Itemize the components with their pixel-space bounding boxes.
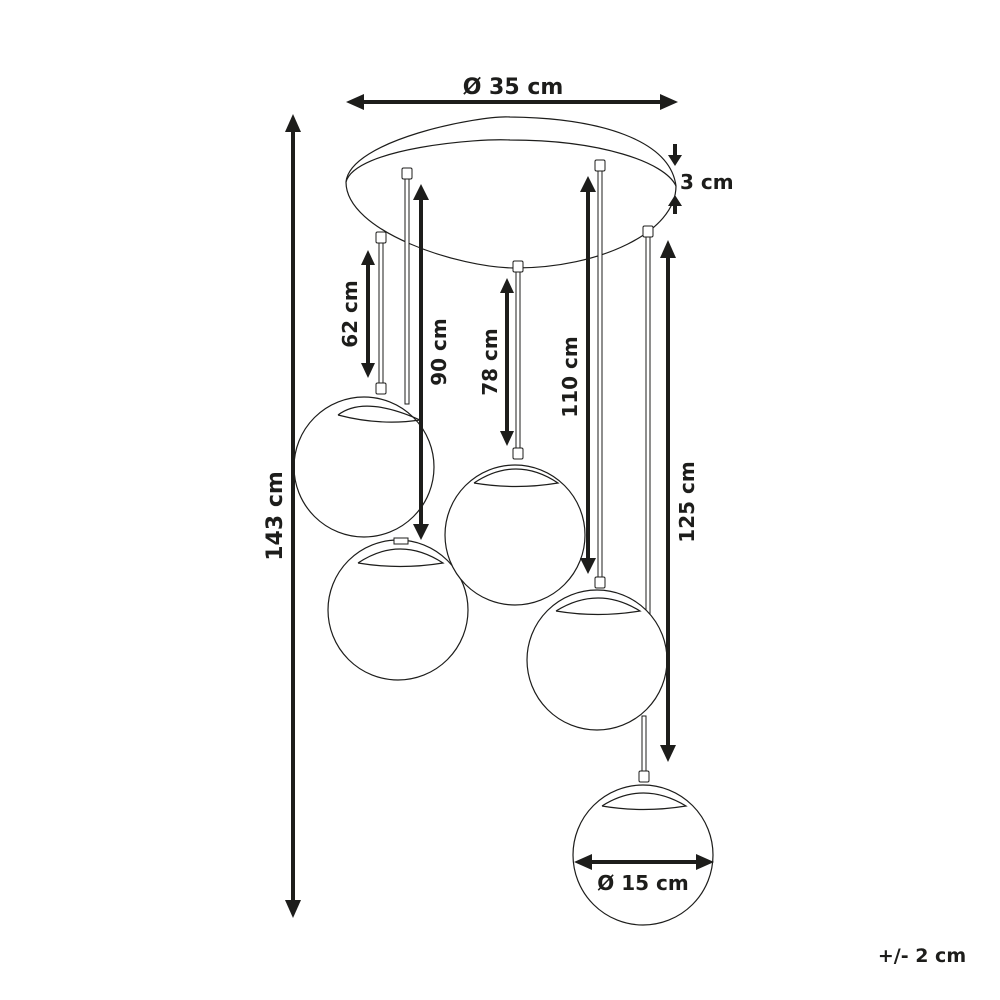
- dimension-lines: [285, 94, 714, 918]
- globe-diameter-label: Ø 15 cm: [597, 871, 688, 895]
- overall-height-label: 143 cm: [263, 471, 288, 561]
- globes: [293, 396, 714, 926]
- pendant-cables: [375, 159, 654, 783]
- cable-78-label: 78 cm: [478, 328, 502, 396]
- cable-90-label: 90 cm: [427, 318, 451, 386]
- cable-62-label: 62 cm: [338, 280, 362, 348]
- cable-110-label: 110 cm: [558, 336, 582, 417]
- ceiling-canopy: [345, 116, 677, 269]
- canopy-diameter-label: Ø 35 cm: [463, 75, 564, 100]
- cable-125-label: 125 cm: [675, 461, 699, 542]
- canopy-height-label: 3 cm: [680, 170, 734, 194]
- tolerance-label: +/- 2 cm: [878, 945, 966, 967]
